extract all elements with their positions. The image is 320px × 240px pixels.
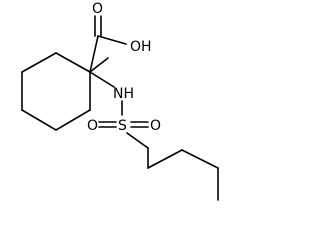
chemical-structure-diagram: O OH NH S O O bbox=[21, 1, 219, 201]
sulfonamide-group: NH S O O bbox=[87, 71, 161, 134]
amine-label: NH bbox=[113, 86, 134, 102]
ring-bond bbox=[21, 52, 57, 73]
c3-to-c4-bond bbox=[181, 149, 219, 169]
sulfonyl-oxygen-right-label: O bbox=[150, 118, 161, 134]
ring-bond bbox=[21, 109, 57, 131]
hydroxyl-label: OH bbox=[130, 39, 152, 55]
sulfur-label: S bbox=[118, 118, 127, 134]
c2-to-c3-bond bbox=[147, 149, 183, 169]
carbonyl-oxygen-label: O bbox=[92, 1, 103, 17]
c-to-carbonyl-bond bbox=[89, 57, 109, 73]
cyclohexane-ring bbox=[21, 52, 91, 131]
ring-bond bbox=[55, 109, 91, 131]
c-to-oh-bond bbox=[97, 35, 127, 45]
structure-canvas: O OH NH S O O bbox=[21, 1, 219, 201]
sulfonyl-oxygen-left-label: O bbox=[87, 118, 98, 134]
ring-to-n-bond bbox=[89, 71, 115, 88]
butyl-chain bbox=[126, 132, 219, 201]
carboxylic-acid-group: O OH bbox=[89, 1, 152, 73]
s-to-c1-bond bbox=[126, 132, 149, 149]
acid-c-to-ring-bond bbox=[89, 35, 99, 73]
ring-bond bbox=[55, 52, 91, 73]
